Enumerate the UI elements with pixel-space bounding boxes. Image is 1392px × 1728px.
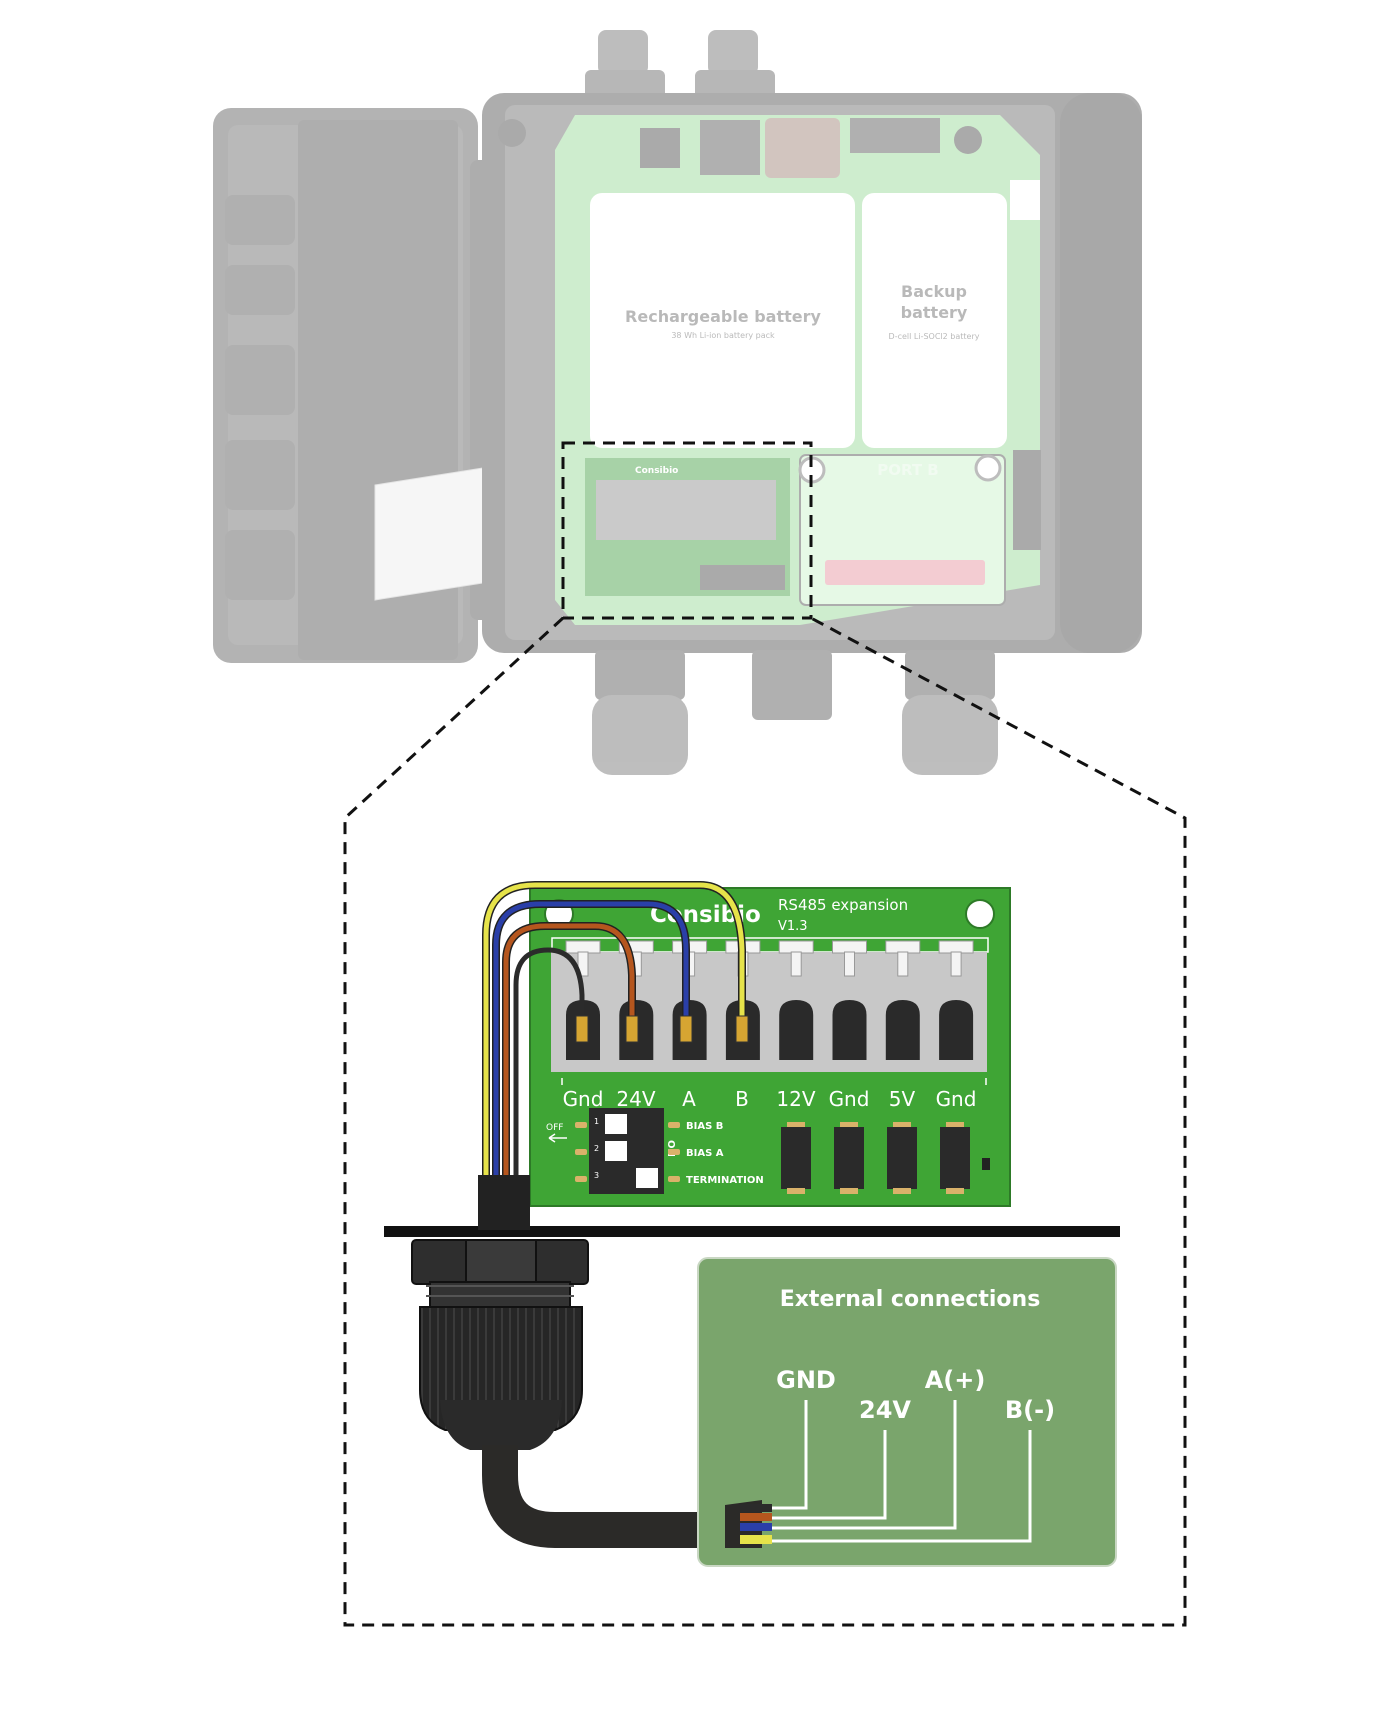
bottom-gland-left — [592, 695, 688, 775]
wire-yellow — [483, 882, 745, 1183]
backup-battery-title-1: Backup — [901, 282, 967, 301]
enclosure-body — [482, 93, 1142, 775]
dip-on-label: ON — [665, 1140, 676, 1157]
terminal-screw — [778, 940, 814, 1060]
terminal-label-gnd-3: Gnd — [936, 1087, 977, 1111]
backup-battery-title-2: battery — [901, 303, 968, 322]
diode — [781, 1122, 811, 1194]
bias-a-label: BIAS A — [686, 1148, 724, 1159]
main-battery-subtitle: 38 Wh Li-ion battery pack — [671, 331, 775, 340]
terminal-screw — [885, 940, 921, 1060]
terminal-label-gnd-2: Gnd — [829, 1087, 870, 1111]
port-b-label: PORT B — [877, 461, 939, 479]
ferrules — [575, 1015, 749, 1043]
terminal-label-24v: 24V — [616, 1087, 655, 1111]
termination-label: TERMINATION — [686, 1175, 764, 1186]
main-pcb — [555, 115, 1040, 625]
bottom-gland-right — [902, 695, 998, 775]
terminal-block — [551, 952, 987, 1072]
diode — [834, 1122, 864, 1194]
terminal-label-b: B — [735, 1087, 749, 1111]
wires — [482, 881, 746, 1184]
diode — [940, 1122, 970, 1194]
board-product: RS485 expansion — [778, 896, 908, 914]
off-arrow-icon — [548, 1133, 567, 1143]
zoom-outline — [343, 616, 1187, 1627]
terminal-label-a: A — [682, 1087, 696, 1111]
small-board-labels: Consibio — [635, 466, 678, 476]
external-cable — [482, 1445, 735, 1548]
top-connector-left — [598, 30, 648, 75]
terminal-labels: Gnd 24V A B 12V Gnd 5V Gnd — [563, 1087, 977, 1111]
enclosure — [213, 30, 1142, 775]
bias-b-label: BIAS B — [686, 1121, 723, 1132]
cable-gland — [411, 1175, 589, 1450]
dip-off-label: OFF — [546, 1123, 563, 1133]
dip-switch: OFF ON 1 2 3 BIAS B BIAS A TERMINATION — [546, 1108, 764, 1194]
wire-black — [513, 947, 585, 1183]
terminal-label-gnd-1: Gnd — [563, 1087, 604, 1111]
diode — [887, 1122, 917, 1194]
board-version: V1.3 — [778, 919, 808, 934]
external-connections-panel: External connections GND 24V A(+) B(-) — [697, 1257, 1117, 1567]
external-leader-lines — [772, 1400, 1032, 1543]
zoom-source-box — [561, 441, 813, 620]
ribbon-cable — [374, 454, 566, 601]
enclosure-labels: Rechargeable battery 38 Wh Li-ion batter… — [625, 282, 980, 479]
terminal-label-12v: 12V — [776, 1087, 815, 1111]
top-connector-right — [708, 30, 758, 75]
ext-label-b-minus: B(-) — [1005, 1396, 1055, 1424]
enclosure-lid — [213, 108, 500, 663]
terminal-screw — [832, 940, 867, 1060]
dip-number-2: 2 — [594, 1144, 599, 1153]
mount-hole-right — [965, 899, 995, 929]
diodes — [781, 1122, 970, 1194]
rs485-board: Consibio RS485 expansion V1.3 Gnd 24V A … — [529, 887, 1011, 1207]
ext-label-24v: 24V — [859, 1396, 911, 1424]
enclosure-wall — [384, 1226, 1120, 1237]
terminal-label-5v: 5V — [889, 1087, 916, 1111]
bottom-connector-mid — [752, 650, 832, 720]
dip-number-1: 1 — [594, 1117, 599, 1126]
external-connections-title: External connections — [780, 1287, 1041, 1312]
ext-label-a-plus: A(+) — [925, 1366, 986, 1394]
rechargeable-battery — [590, 193, 855, 448]
backup-battery-subtitle: D-cell Li-SOCl2 battery — [889, 332, 980, 341]
main-battery-title: Rechargeable battery — [625, 307, 821, 326]
wire-blue — [493, 901, 689, 1183]
small-board-brand: Consibio — [635, 466, 678, 476]
dip-number-3: 3 — [594, 1171, 599, 1180]
ext-label-gnd: GND — [776, 1366, 836, 1394]
smd-resistor — [982, 1158, 990, 1170]
backup-battery — [862, 193, 1007, 448]
terminal-screw — [938, 940, 974, 1060]
zoom-callout — [343, 441, 1187, 1627]
wire-brown — [503, 923, 635, 1183]
